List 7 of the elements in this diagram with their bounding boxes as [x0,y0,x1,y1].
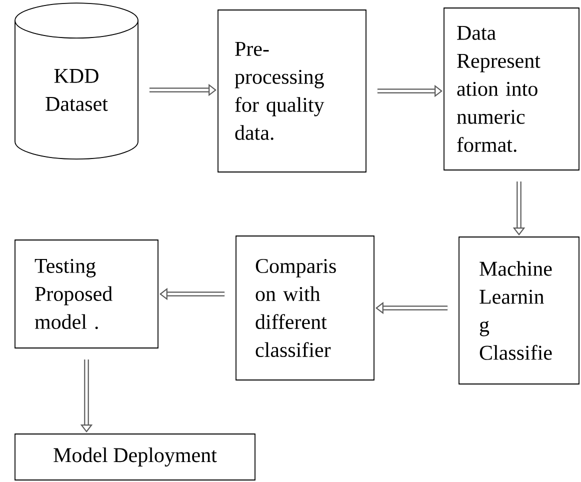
process-box: Comparis on with different classifier [236,236,374,380]
process-box: Machine Learnin g Classifie [458,236,580,384]
process-box: Testing Proposed model . [14,240,158,348]
process-box: Data Represent ation into numeric format. [444,8,580,170]
process-box: Model Deployment [14,434,256,480]
process-box: Pre- processing for quality data. [218,10,366,172]
database-cylinder: KDD Dataset [14,2,138,160]
